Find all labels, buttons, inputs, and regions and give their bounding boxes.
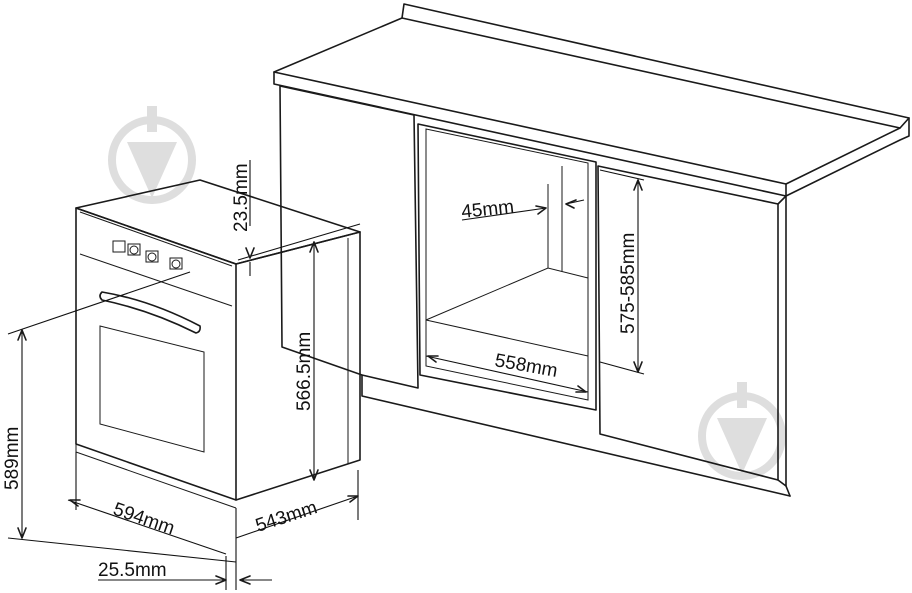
watermark-logo-icon-left [108,106,196,204]
label-niche-width: 558mm [493,350,559,382]
dim-23-5mm [237,160,361,276]
dim-594mm [67,452,237,590]
label-niche-height: 575-585mm [618,233,639,334]
dim-566-5mm [309,241,319,481]
dim-543mm [235,470,359,539]
label-oven-width: 594mm [110,499,177,539]
dim-25-5mm [98,556,272,590]
oven-control-knobs-icon [112,240,183,270]
label-oven-body-height: 566.5mm [294,332,315,411]
dim-575-585mm [599,169,645,375]
kitchen-cabinet [273,3,910,497]
dim-558mm [425,355,589,393]
watermark-logo-icon-right [698,382,786,480]
label-oven-height: 589mm [2,427,23,490]
dim-45mm [461,199,585,221]
label-niche-back-gap: 45mm [460,197,515,223]
label-oven-depth: 543mm [253,497,320,537]
label-oven-top-offset: 23.5mm [231,163,252,232]
label-oven-panel-thickness: 25.5mm [98,560,167,581]
dim-589mm [7,271,237,563]
built-in-oven [75,179,361,509]
